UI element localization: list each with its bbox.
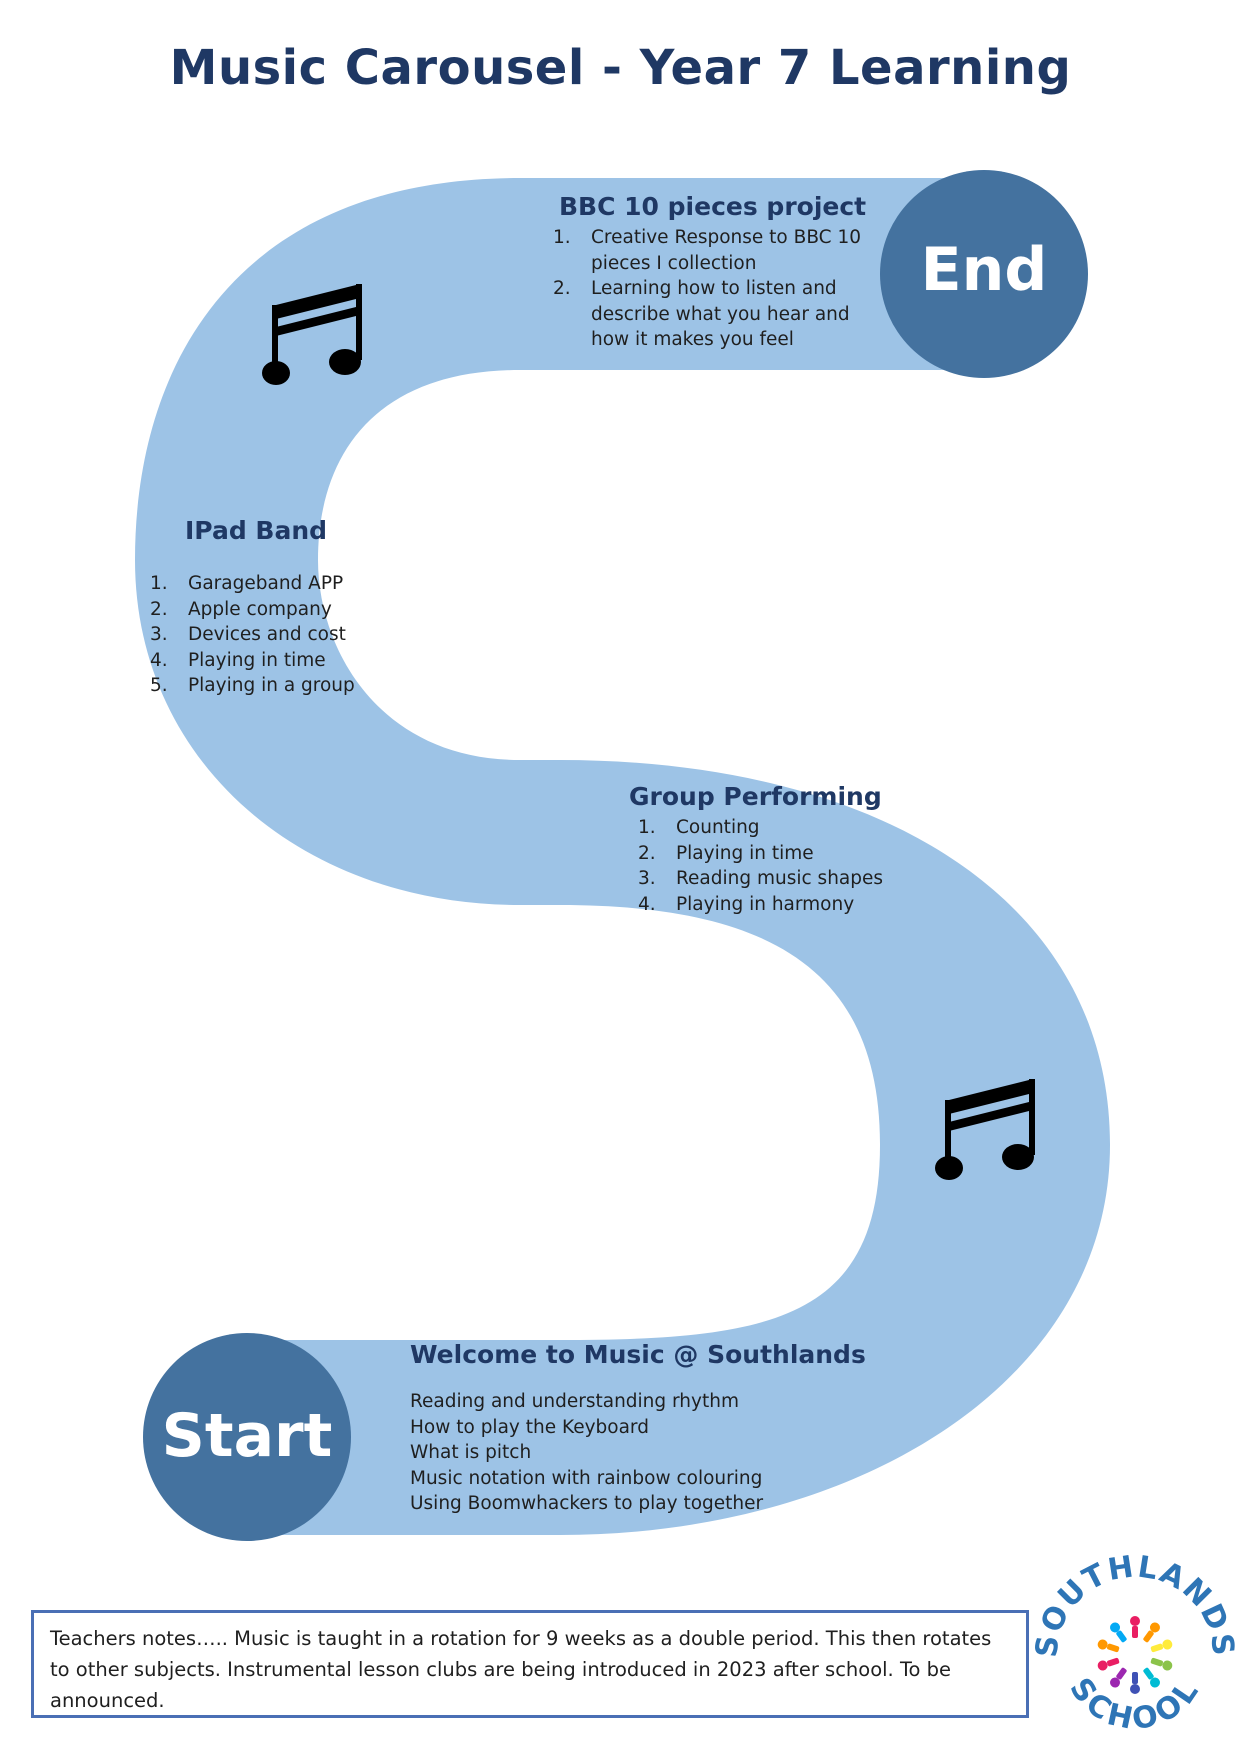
end-circle [880, 170, 1088, 378]
list-item: How to play the Keyboard [410, 1416, 649, 1438]
bbc-list: 1.Creative Response to BBC 10 pieces I c… [553, 225, 873, 353]
list-item: 4.Playing in harmony [638, 893, 855, 915]
list-item: 1.Garageband APP [150, 573, 344, 594]
welcome-list: Reading and understanding rhythm How to … [410, 1389, 870, 1517]
welcome-heading: Welcome to Music @ Southlands [410, 1340, 866, 1369]
svg-text:SOUTHLANDS: SOUTHLANDS [1035, 1555, 1235, 1659]
start-label: Start [161, 1401, 333, 1471]
list-item: 1.Counting [638, 817, 760, 838]
ipad-list: 1.Garageband APP 2.Apple company 3.Devic… [150, 571, 390, 699]
list-item: 5.Playing in a group [150, 675, 355, 696]
list-item: Music notation with rainbow colouring [410, 1467, 763, 1489]
list-item: 3.Devices and cost [150, 624, 346, 645]
ipad-section: IPad Band 1.Garageband APP 2.Apple compa… [150, 516, 390, 699]
list-item: 3.Reading music shapes [638, 868, 884, 889]
list-item: What is pitch [410, 1442, 532, 1463]
bbc-section: BBC 10 pieces project 1.Creative Respons… [553, 192, 873, 353]
list-item: 1.Creative Response to BBC 10 pieces I c… [553, 227, 862, 274]
teachers-notes: Teachers notes….. Music is taught in a r… [31, 1610, 1029, 1718]
list-item: 4.Playing in time [150, 649, 326, 671]
list-item: Using Boomwhackers to play together [410, 1493, 764, 1514]
welcome-section: Welcome to Music @ Southlands Reading an… [410, 1340, 870, 1517]
group-heading: Group Performing [629, 782, 882, 811]
group-list: 1.Counting 2.Playing in time 3.Reading m… [638, 815, 938, 917]
ipad-heading: IPad Band [185, 516, 328, 545]
school-logo: SOUTHLANDS SCHOOL [1035, 1555, 1235, 1737]
start-circle [143, 1333, 351, 1541]
list-item: 2.Playing in time [638, 842, 814, 864]
music-note-icon [262, 284, 362, 385]
bbc-heading: BBC 10 pieces project [559, 192, 867, 221]
music-note-icon [935, 1079, 1035, 1180]
page-title: Music Carousel - Year 7 Learning [169, 40, 1072, 96]
list-item: 2.Apple company [150, 598, 332, 620]
s-road [135, 178, 1110, 1535]
list-item: Reading and understanding rhythm [410, 1391, 739, 1412]
end-label: End [920, 235, 1048, 305]
list-item: 2.Learning how to listen and describe wh… [553, 278, 850, 350]
group-section: Group Performing 1.Counting 2.Playing in… [629, 782, 938, 917]
